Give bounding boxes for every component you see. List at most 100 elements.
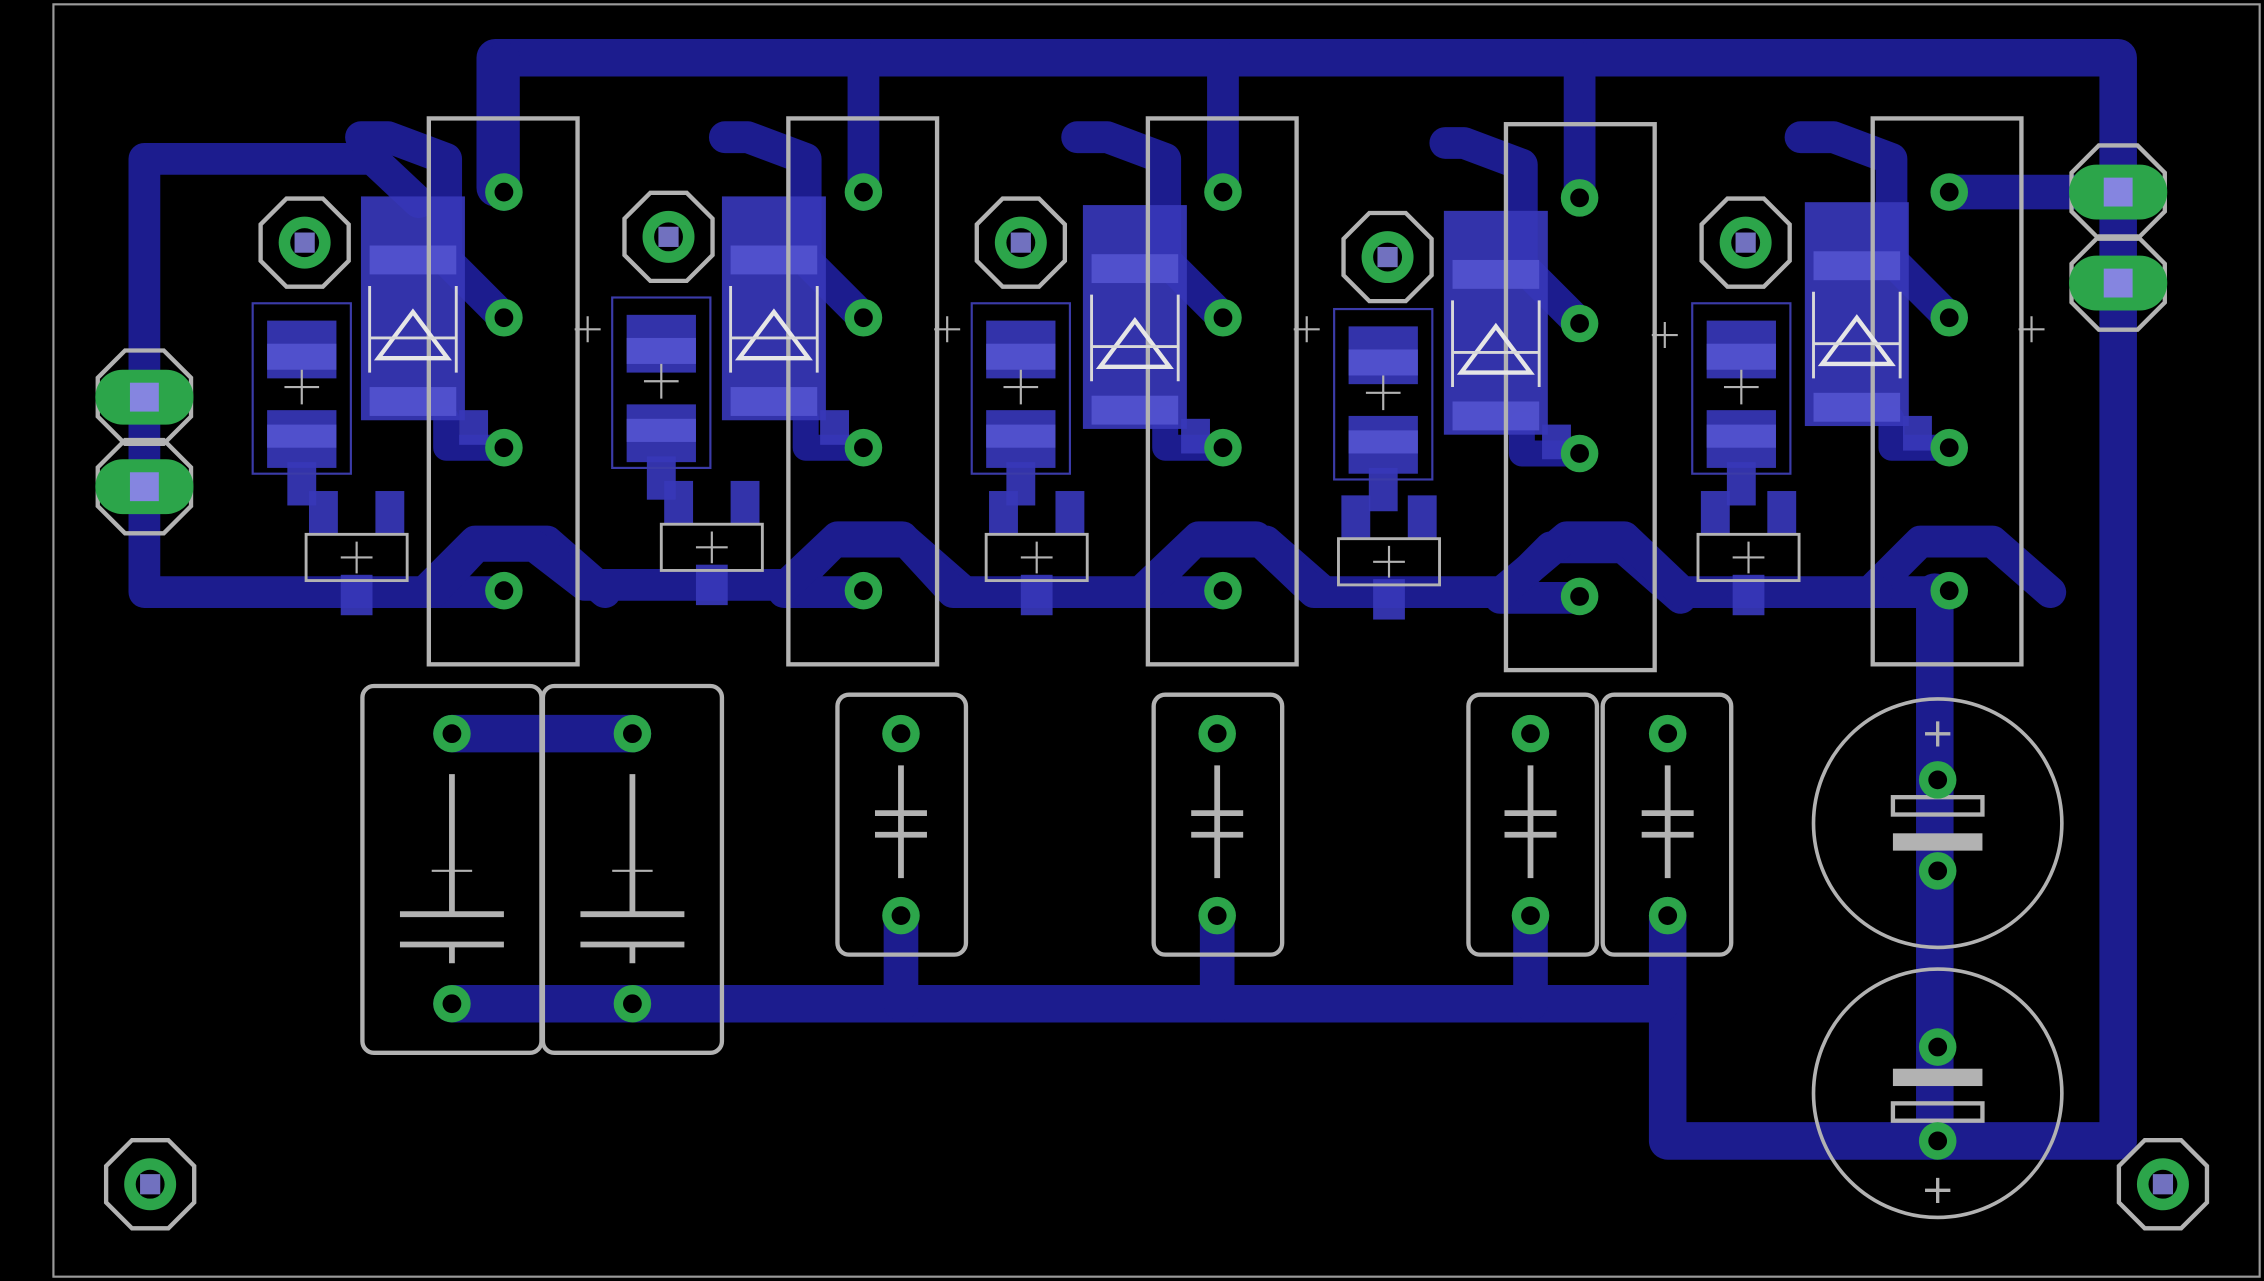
drill-hole [1570,314,1589,333]
mosfet-silk-lines-4 [1451,300,1541,388]
package-origin-cross-4 [1651,322,1678,349]
trace-stage5-gate [1784,121,1966,334]
transistor-pad-a-5 [1700,491,1730,535]
package-origin-cross-2 [934,316,961,343]
driver-pad-top-light-5 [1706,343,1776,370]
transistor-origin-cross-1 [340,541,373,574]
drill-hole [854,581,873,601]
ceramic-capacitor-outline-2 [1151,692,1285,957]
drill-hole [442,994,462,1014]
mosfet-tab-1 [360,196,465,421]
transistor-outline-1 [304,532,409,583]
package-origin-cross-3 [1293,316,1320,343]
driver-pad-top-light-1 [267,343,337,370]
connector-footprint [2069,143,2167,241]
drill-hole [623,994,642,1014]
via-square [2103,268,2133,298]
drill-hole [1939,182,1959,202]
mosfet-package-outline-2 [786,116,940,667]
electrolytic-outline-1 [1811,697,2064,950]
octagon-footprint [1341,210,1434,304]
mosfet-tab-light-3 [1091,254,1179,284]
drill-hole [1213,182,1233,202]
drill-hole [1521,906,1540,926]
drill-hole [1658,906,1678,926]
mosfet-tab-light-b-5 [1813,392,1901,422]
drill-hole [442,724,462,744]
drill-hole [1928,861,1948,881]
drill-hole [494,308,514,328]
drill-hole [1939,581,1959,601]
ceramic-capacitor-outline-4 [1600,692,1734,957]
drill-hole [854,438,873,458]
mosfet-tab-light-2 [730,245,818,275]
driver-pad-top-light-3 [986,343,1056,370]
drill-hole [1207,906,1227,926]
via-square [2103,177,2133,207]
package-origin-cross-1 [574,316,601,343]
driver-pad-bottom-light-3 [986,424,1056,448]
drill-hole [1658,724,1678,744]
transistor-pad-b-3 [1055,491,1085,535]
transistor-pad-b-2 [730,480,760,525]
transistor-origin-cross-2 [695,531,728,564]
via-square [294,232,315,253]
smd-pad-layer [267,196,1932,620]
mosfet-silk-lines-3 [1090,294,1180,382]
mosfet-tab-light-4 [1452,259,1540,289]
ceramic-capacitor-symbol-3 [1504,765,1557,879]
driver-origin-cross-2 [643,363,679,399]
mosfet-pin-5 [1903,415,1932,451]
mosfet-silk-lines-1 [368,285,458,373]
drill-hole [1213,438,1233,458]
driver-origin-cross-3 [1003,369,1039,405]
transistor-outline-2 [659,522,764,572]
transistor-outline-4 [1337,537,1441,587]
driver-origin-cross-4 [1365,375,1401,411]
mosfet-triangle-5 [1817,314,1896,367]
through-hole-pad-layer [95,164,2189,1211]
drill-hole [891,724,911,744]
mosfet-tab-light-b-4 [1452,401,1540,431]
transistor-outline-5 [1696,532,1801,583]
transistor-pad-b-1 [375,491,405,535]
transistor-pad-b-5 [1767,491,1797,535]
via-square [2152,1174,2174,1195]
via-square [658,226,679,247]
via-square [1010,232,1031,253]
silkscreen-layer [95,116,2210,1231]
octagon-footprint [103,1138,197,1231]
mosfet-triangle-2 [734,308,813,361]
mosfet-silk-lines-2 [729,285,819,373]
octagon-footprint [2116,1138,2210,1231]
drill-hole [494,182,514,202]
trace-stage2-pin3 [792,405,877,461]
drill-hole [854,182,873,202]
trace-stage1-gate [345,121,520,334]
connector-footprint [2069,234,2167,332]
connector-footprint [95,437,194,536]
ceramic-capacitor-outline-3 [1466,692,1600,957]
drill-hole [1928,1131,1948,1151]
drill-hole [494,438,514,458]
driver-pad-top-light-2 [626,337,696,364]
trace-stage5-wave [1853,525,2067,609]
ceramic-capacitor-symbol-1 [874,765,927,879]
drill-hole [1213,308,1233,328]
mosfet-package-outline-1 [426,116,580,667]
transistor-pad-a-4 [1341,495,1371,539]
trace-left-in [128,142,435,414]
drill-hole [1939,438,1959,458]
ceramic-capacitor-symbol-2 [1191,765,1244,879]
transistor-pad-b-4 [1407,495,1437,539]
via-square [1735,232,1756,253]
mosfet-pin-2 [820,410,849,445]
transistor-origin-cross-5 [1732,541,1765,574]
drill-hole [1570,587,1589,606]
mosfet-tab-light-b-3 [1091,395,1179,425]
driver-pad-bottom-light-1 [267,424,337,448]
via-square [1377,246,1398,268]
octagon-footprint [1699,196,1792,289]
drill-hole [854,308,873,328]
